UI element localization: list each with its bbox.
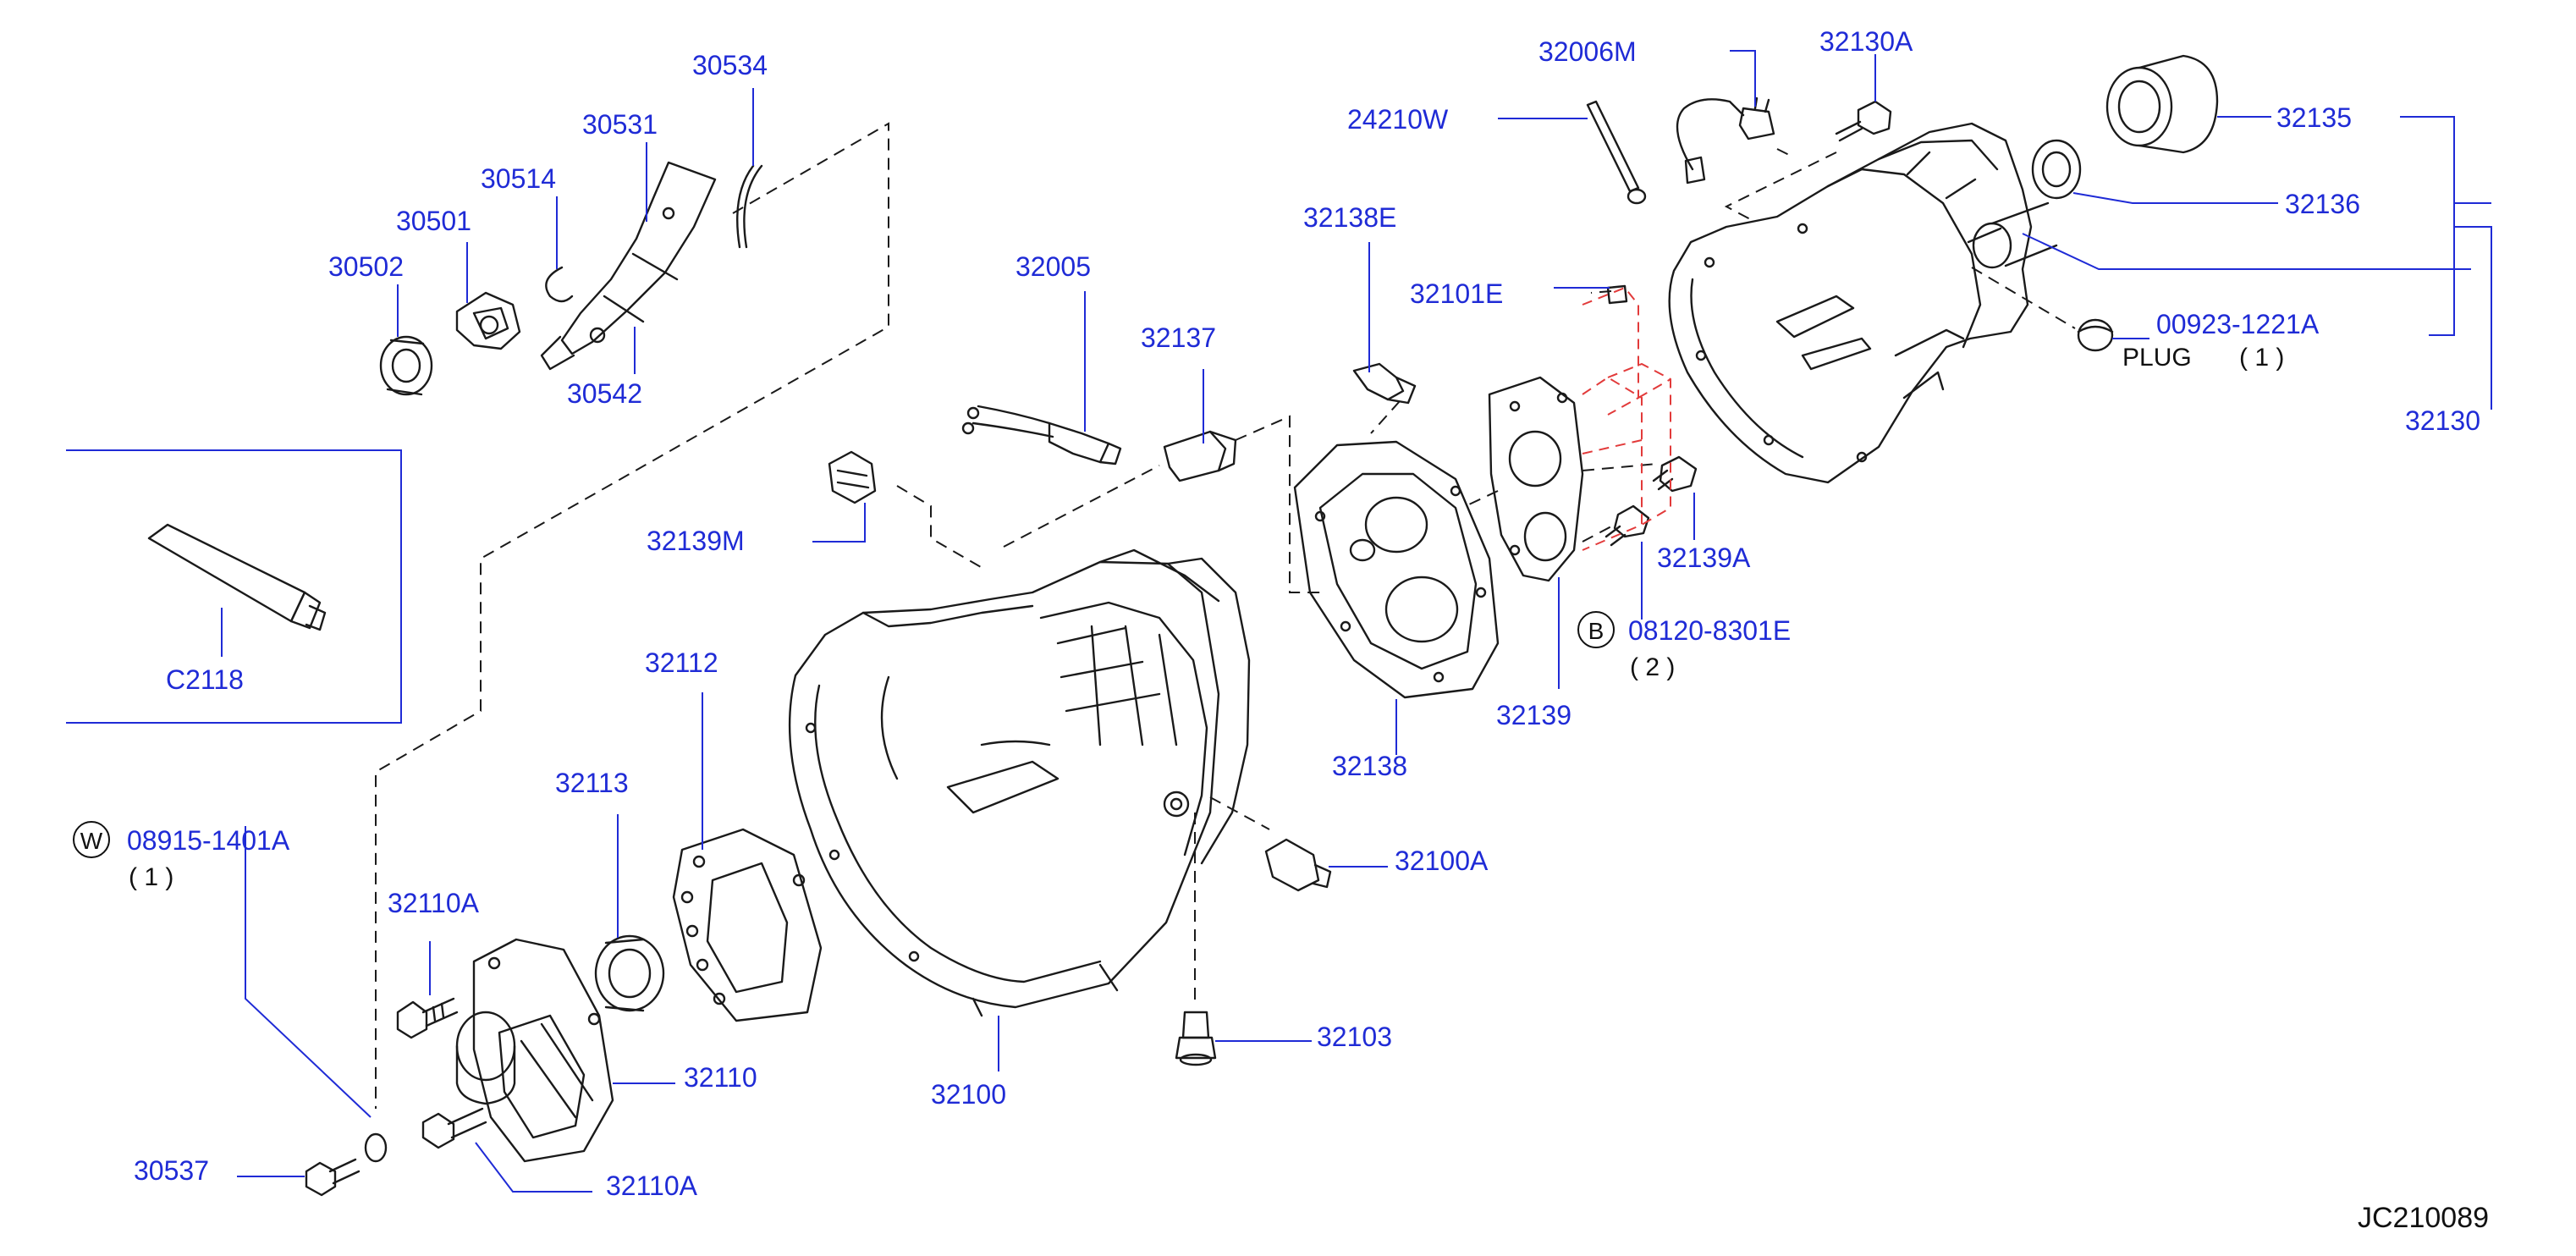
label-32112: 32112	[645, 647, 718, 678]
seal-30502	[379, 335, 433, 396]
bolt-32110a-bottom	[421, 1107, 487, 1149]
label-00923-1221a: 00923-1221A	[2156, 309, 2320, 339]
label-32110a-top: 32110A	[388, 888, 479, 918]
label-32113: 32113	[555, 768, 629, 798]
diagram-reference-code: JC210089	[2358, 1202, 2490, 1234]
label-32100a: 32100A	[1395, 846, 1489, 876]
retaining-spring-30534	[736, 164, 763, 249]
label-32100: 32100	[931, 1079, 1006, 1110]
pin-32101e	[1606, 284, 1628, 305]
gasket-32112	[672, 828, 823, 1022]
label-32130: 32130	[2405, 405, 2480, 436]
bolt-08120	[1604, 504, 1650, 547]
label-30531: 30531	[582, 109, 658, 140]
plate-32139	[1488, 376, 1584, 582]
drain-plug-32103	[1175, 1011, 1217, 1066]
bolt-30537	[305, 1158, 361, 1197]
label-30537: 30537	[134, 1155, 209, 1186]
label-08915-1401a: 08915-1401A	[127, 825, 290, 856]
seal-32136	[2031, 139, 2082, 200]
label-32101e: 32101E	[1410, 278, 1504, 309]
sealant-tube-c2118	[147, 523, 327, 631]
label-32110: 32110	[684, 1062, 757, 1093]
label-32139a: 32139A	[1657, 543, 1751, 573]
label-32136: 32136	[2285, 189, 2360, 219]
plug-00923	[2077, 318, 2114, 352]
label-32137: 32137	[1141, 322, 1216, 353]
bushing-32135	[2105, 54, 2219, 154]
extension-housing-32130	[1668, 122, 2058, 484]
shift-fork-30531	[540, 161, 717, 371]
retainer-32110	[455, 938, 614, 1163]
label-30502: 30502	[328, 251, 404, 282]
label-32110a-bottom: 32110A	[606, 1171, 697, 1201]
plug-32139m	[828, 450, 877, 504]
clutch-housing-32100	[788, 548, 1251, 1017]
label-30534: 30534	[692, 50, 768, 80]
bolt-32110a-top	[396, 997, 459, 1039]
label-32138: 32138	[1332, 751, 1407, 781]
seal-32113	[594, 934, 665, 1012]
label-32138e: 32138E	[1303, 202, 1397, 233]
adapter-plate-32138	[1293, 440, 1500, 699]
breather-32100a	[1264, 838, 1332, 892]
connector-32138e	[1352, 362, 1417, 405]
symbol-b-circle: B	[1577, 611, 1615, 648]
bolt-32139a	[1652, 455, 1698, 493]
label-plug: PLUG	[2122, 344, 2192, 372]
label-30542: 30542	[567, 378, 642, 409]
label-08120-8301e: 08120-8301E	[1628, 615, 1792, 646]
label-32005: 32005	[1016, 251, 1091, 282]
label-30514: 30514	[481, 163, 556, 194]
label-32139m: 32139M	[647, 526, 745, 556]
switch-32006m	[1676, 96, 1775, 185]
symbol-w-circle: W	[73, 821, 110, 858]
label-08120-qty: ( 2 )	[1630, 653, 1676, 681]
harness-24210w	[1586, 100, 1647, 205]
label-c2118: C2118	[166, 664, 244, 695]
label-plug-qty: ( 1 )	[2239, 344, 2285, 372]
bolt-32130a	[1835, 100, 1892, 142]
label-30501: 30501	[396, 206, 471, 236]
label-32103: 32103	[1317, 1022, 1392, 1052]
label-24210w: 24210W	[1347, 104, 1449, 135]
bushing-32137	[1163, 430, 1237, 482]
clip-30514	[545, 266, 574, 303]
label-32130a: 32130A	[1819, 26, 1913, 57]
washer-08915	[364, 1132, 388, 1163]
label-08915-qty: ( 1 )	[129, 863, 174, 891]
label-32135: 32135	[2276, 102, 2352, 133]
label-32139: 32139	[1496, 700, 1571, 730]
switch-32005	[961, 405, 1122, 465]
pivot-30501	[455, 291, 521, 350]
label-32006m: 32006M	[1538, 36, 1637, 67]
